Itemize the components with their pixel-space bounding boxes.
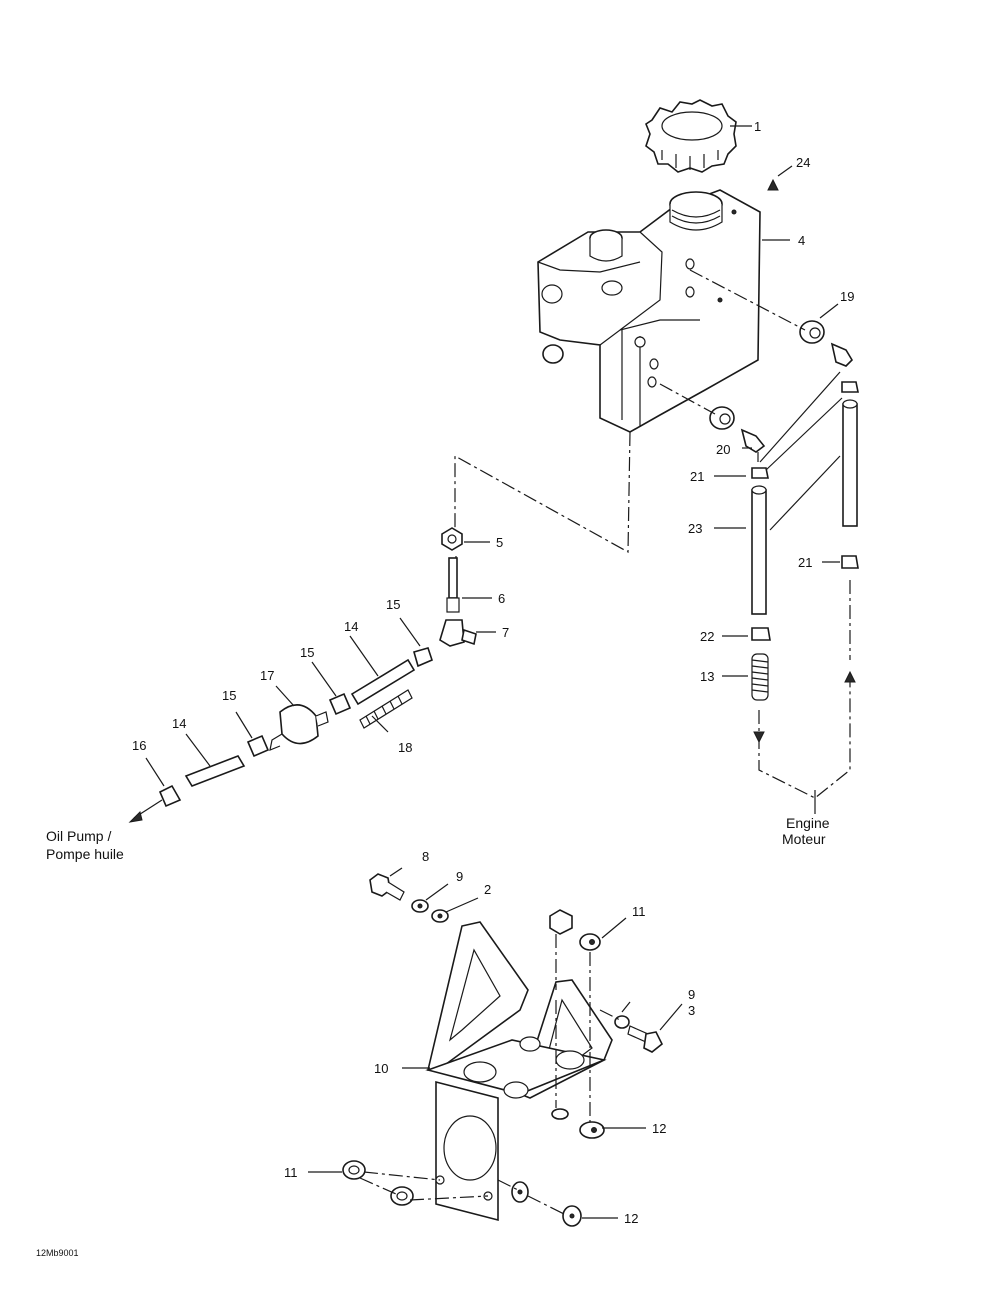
callout-15c: 15 bbox=[222, 688, 236, 703]
callout-20: 20 bbox=[716, 442, 730, 457]
leader-lines bbox=[145, 125, 840, 1219]
grommet-lower bbox=[709, 406, 735, 430]
callout-21a: 21 bbox=[690, 469, 704, 484]
callout-10: 10 bbox=[374, 1061, 388, 1076]
grommet-upper bbox=[799, 320, 825, 344]
clamp-16 bbox=[158, 784, 182, 808]
oil-pump-label-line2: Pompe huile bbox=[46, 846, 124, 862]
oil-cap bbox=[645, 99, 737, 173]
arrow-up bbox=[844, 670, 856, 683]
oil-pump-label: Oil Pump / Pompe huile bbox=[46, 828, 124, 862]
engine-label: Engine Moteur bbox=[782, 815, 830, 847]
callout-11a: 11 bbox=[632, 904, 646, 919]
bolt-8 bbox=[369, 873, 405, 901]
callout-14a: 14 bbox=[344, 619, 358, 634]
callout-6: 6 bbox=[498, 591, 505, 606]
clamp-15-middle bbox=[328, 692, 352, 716]
clamp-15-lower bbox=[246, 734, 270, 758]
callout-5: 5 bbox=[496, 535, 503, 550]
callout-16: 16 bbox=[132, 738, 146, 753]
hose-23 bbox=[751, 485, 767, 615]
engine-label-line2: Moteur bbox=[782, 831, 826, 847]
nut-11-upper bbox=[579, 933, 601, 951]
rod-6 bbox=[446, 557, 460, 613]
hose-14-upper bbox=[350, 658, 416, 706]
spring-18 bbox=[359, 689, 413, 729]
clamp-21-upper bbox=[751, 467, 769, 479]
elbow-fitting-upper bbox=[830, 342, 854, 367]
callout-12a: 12 bbox=[652, 1121, 666, 1136]
callout-15b: 15 bbox=[300, 645, 314, 660]
bracket-routing-lines bbox=[359, 934, 621, 1215]
callout-9a: 9 bbox=[456, 869, 463, 884]
callout-23: 23 bbox=[688, 521, 702, 536]
figure-code: 12Mb9001 bbox=[36, 1248, 79, 1258]
callout-22: 22 bbox=[700, 629, 714, 644]
callout-18: 18 bbox=[398, 740, 412, 755]
cap-5 bbox=[441, 527, 463, 551]
washer-12-lower bbox=[562, 1205, 582, 1227]
callout-13: 13 bbox=[700, 669, 714, 684]
callout-17: 17 bbox=[260, 668, 274, 683]
nut-11-lower bbox=[342, 1160, 366, 1180]
washer-2 bbox=[431, 909, 449, 923]
callout-9b: 9 bbox=[688, 987, 695, 1002]
oil-tank bbox=[537, 189, 761, 433]
washer-12-upper bbox=[551, 1108, 569, 1120]
filter-17 bbox=[269, 704, 329, 751]
tank-screw bbox=[767, 178, 779, 191]
clamp-22 bbox=[751, 627, 771, 641]
nut-lower-mid bbox=[390, 1186, 414, 1206]
callout-14b: 14 bbox=[172, 716, 186, 731]
callout-15a: 15 bbox=[386, 597, 400, 612]
oil-pump-arrow bbox=[128, 811, 143, 823]
bolt-3 bbox=[627, 1025, 664, 1053]
callout-3: 3 bbox=[688, 1003, 695, 1018]
hose-right bbox=[842, 399, 858, 527]
washer-9-left bbox=[411, 899, 429, 913]
oil-pump-label-line1: Oil Pump / bbox=[46, 828, 111, 844]
spring-13 bbox=[751, 653, 769, 701]
callout-11b: 11 bbox=[284, 1165, 298, 1180]
callout-4: 4 bbox=[798, 233, 805, 248]
clamp-hose-top-right bbox=[841, 381, 859, 393]
callout-19: 19 bbox=[840, 289, 854, 304]
clamp-21-lower bbox=[841, 555, 859, 569]
hose-connectors bbox=[759, 371, 843, 531]
elbow-fitting-lower bbox=[740, 428, 766, 462]
bracket-10 bbox=[425, 921, 613, 1222]
washer-9-right bbox=[614, 1015, 630, 1029]
tee-fitting-7 bbox=[439, 619, 477, 647]
clamp-15-top bbox=[413, 647, 433, 668]
nut-upper-left bbox=[549, 909, 573, 935]
callout-12b: 12 bbox=[624, 1211, 638, 1226]
callout-7: 7 bbox=[502, 625, 509, 640]
washer-12-right bbox=[579, 1121, 605, 1139]
callout-2: 2 bbox=[484, 882, 491, 897]
washer-lower-mid bbox=[511, 1181, 529, 1203]
callout-8: 8 bbox=[422, 849, 429, 864]
hose-14-lower bbox=[184, 755, 246, 787]
engine-label-line1: Engine bbox=[786, 815, 830, 831]
arrow-down bbox=[753, 731, 765, 744]
callout-24: 24 bbox=[796, 155, 810, 170]
callout-21b: 21 bbox=[798, 555, 812, 570]
callout-numbers: 1 24 4 19 20 21 23 21 22 13 5 6 7 15 14 … bbox=[132, 119, 854, 1226]
callout-1: 1 bbox=[754, 119, 761, 134]
